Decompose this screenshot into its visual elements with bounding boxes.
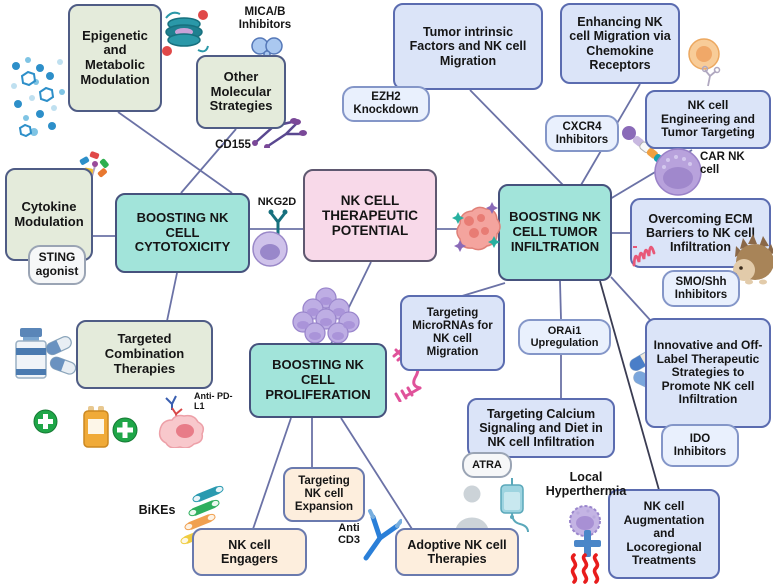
node-enhancing-migration: Enhancing NK cell Migration via Chemokin… — [560, 3, 680, 84]
node-label: Adoptive NK cell Therapies — [407, 537, 507, 566]
node-ezh2-knockdown: EZH2 Knockdown — [342, 86, 430, 122]
plus-icon — [33, 409, 58, 434]
connector-infiltration-orai1 — [559, 280, 562, 320]
node-label: Targeted Combination Therapies — [104, 331, 185, 376]
node-label: Targeting NK cell Expansion — [294, 475, 354, 513]
node-atra: ATRA — [462, 452, 512, 478]
node-label: IDO Inhibitors — [673, 432, 727, 458]
local-hyperthermia-label: Local Hyperthermia — [545, 470, 627, 498]
connector-proliferation-engagers — [252, 417, 292, 530]
node-targeted-combination: Targeted Combination Therapies — [76, 320, 213, 389]
connector-infiltration-micrornas — [461, 282, 506, 297]
node-label: Innovative and Off-Label Therapeutic Str… — [653, 338, 763, 407]
node-label: STING agonist — [35, 250, 79, 278]
node-nk-augmentation: NK cell Augmentation and Locoregional Tr… — [608, 489, 720, 579]
node-boosting-infiltration: BOOSTING NK CELL TUMOR INFILTRATION — [498, 184, 612, 281]
capsules-icon — [45, 336, 77, 375]
nk-cell-icon — [252, 231, 288, 267]
node-label: NK cell Engineering and Tumor Targeting — [660, 98, 755, 140]
node-other-molecular: Other Molecular Strategies — [196, 55, 286, 129]
node-label: CXCR4 Inhibitors — [555, 120, 609, 146]
node-nk-engineering: NK cell Engineering and Tumor Targeting — [645, 90, 771, 149]
metabolite-molecules-icon — [11, 57, 65, 138]
bikes-icon — [180, 485, 224, 545]
plus-icon — [574, 530, 601, 557]
micab-inhibitors-label: MICA/B Inhibitors — [238, 6, 292, 31]
node-label: BOOSTING NK CELL PROLIFERATION — [265, 357, 371, 402]
pill-bottle-icon — [15, 328, 47, 379]
node-label: EZH2 Knockdown — [353, 91, 419, 116]
node-boosting-proliferation: BOOSTING NK CELL PROLIFERATION — [249, 343, 387, 418]
node-center-therapeutic-potential: NK CELL THERAPEUTIC POTENTIAL — [303, 169, 437, 262]
node-adoptive-therapies: Adoptive NK cell Therapies — [395, 528, 519, 576]
nucleosome-icon — [162, 10, 209, 56]
node-targeting-micrornas: Targeting MicroRNAs for NK cell Migratio… — [400, 295, 505, 371]
connector-infiltration-augmentation — [599, 280, 660, 491]
connector-proliferation-adoptive — [340, 417, 413, 530]
node-label: Targeting MicroRNAs for NK cell Migratio… — [412, 307, 493, 358]
node-label: NK cell Engagers — [221, 537, 278, 566]
node-boosting-cytotoxicity: BOOSTING NK CELL CYTOTOXICITY — [115, 193, 250, 273]
anti-pdl1-label: Anti- PD-L1 — [194, 391, 233, 412]
node-epigenetic-metabolic: Epigenetic and Metabolic Modulation — [68, 4, 162, 112]
node-nk-engagers: NK cell Engagers — [192, 528, 307, 576]
node-ido-inhibitors: IDO Inhibitors — [661, 424, 739, 467]
plus-icon — [112, 417, 138, 443]
node-label: NK cell Augmentation and Locoregional Tr… — [623, 499, 705, 568]
bikes-label: BiKEs — [138, 503, 176, 517]
node-cxcr4-inhibitors: CXCR4 Inhibitors — [545, 115, 619, 152]
node-label: NK CELL THERAPEUTIC POTENTIAL — [321, 192, 418, 239]
connector-epigenetic-cytotoxicity — [117, 111, 233, 194]
patient-figure-icon — [455, 485, 489, 534]
node-label: Tumor intrinsic Factors and NK cell Migr… — [409, 25, 527, 68]
node-label: Other Molecular Strategies — [209, 68, 273, 114]
node-label: SMO/Shh Inhibitors — [674, 275, 728, 301]
connector-infiltration-innovative — [610, 276, 652, 322]
node-tumor-intrinsic: Tumor intrinsic Factors and NK cell Migr… — [393, 3, 543, 90]
connector-othermolecular-cytotoxicity — [180, 128, 237, 194]
node-smo-shh-inhibitors: SMO/Shh Inhibitors — [662, 270, 740, 307]
node-label: Overcoming ECM Barriers to NK cell Infil… — [645, 211, 756, 255]
heat-waves-icon — [570, 553, 600, 584]
node-targeting-calcium: Targeting Calcium Signaling and Diet in … — [467, 398, 615, 458]
collagen-coil-icon — [632, 245, 656, 267]
node-label: ATRA — [472, 458, 502, 471]
node-label: Targeting Calcium Signaling and Diet in … — [479, 406, 603, 450]
node-label: BOOSTING NK CELL TUMOR INFILTRATION — [509, 209, 601, 254]
target-cell-icon — [688, 38, 721, 87]
node-sting-agonist: STING agonist — [28, 245, 86, 285]
node-label: BOOSTING NK CELL CYTOTOXICITY — [134, 209, 231, 255]
car-nk-cell-label: CAR NK cell — [700, 151, 745, 176]
connector-cytotoxicity-targetedcombo — [166, 272, 178, 322]
node-label: ORAi1 Upregulation — [530, 324, 599, 349]
node-label: Epigenetic and Metabolic Modulation — [80, 27, 150, 87]
anti-cd3-label: Anti CD3 — [337, 522, 360, 547]
nkg2d-receptor-icon — [268, 209, 288, 238]
medicine-bag-icon — [83, 406, 109, 448]
node-label: Cytokine Modulation — [14, 198, 84, 229]
nk-cell-icon — [569, 505, 601, 537]
anti-cd3-antibody-icon — [363, 509, 402, 561]
cd155-label: CD155 — [215, 139, 251, 151]
node-orai1-upregulation: ORAi1 Upregulation — [518, 319, 611, 355]
node-innovative-offlabel: Innovative and Off-Label Therapeutic Str… — [645, 318, 771, 428]
connector-tumorintrinsic-infiltration — [469, 89, 564, 186]
nkg2d-label: NKG2D — [257, 196, 297, 208]
nk-cell-cluster-icon — [292, 287, 360, 344]
node-label: Enhancing NK cell Migration via Chemokin… — [569, 15, 671, 72]
node-targeting-expansion: Targeting NK cell Expansion — [283, 467, 365, 522]
tumor-cell-icon — [452, 202, 501, 252]
car-nk-cell-icon — [654, 148, 702, 196]
iv-bag-icon — [500, 478, 529, 533]
tumor-anti-pdl1-icon — [158, 395, 205, 448]
